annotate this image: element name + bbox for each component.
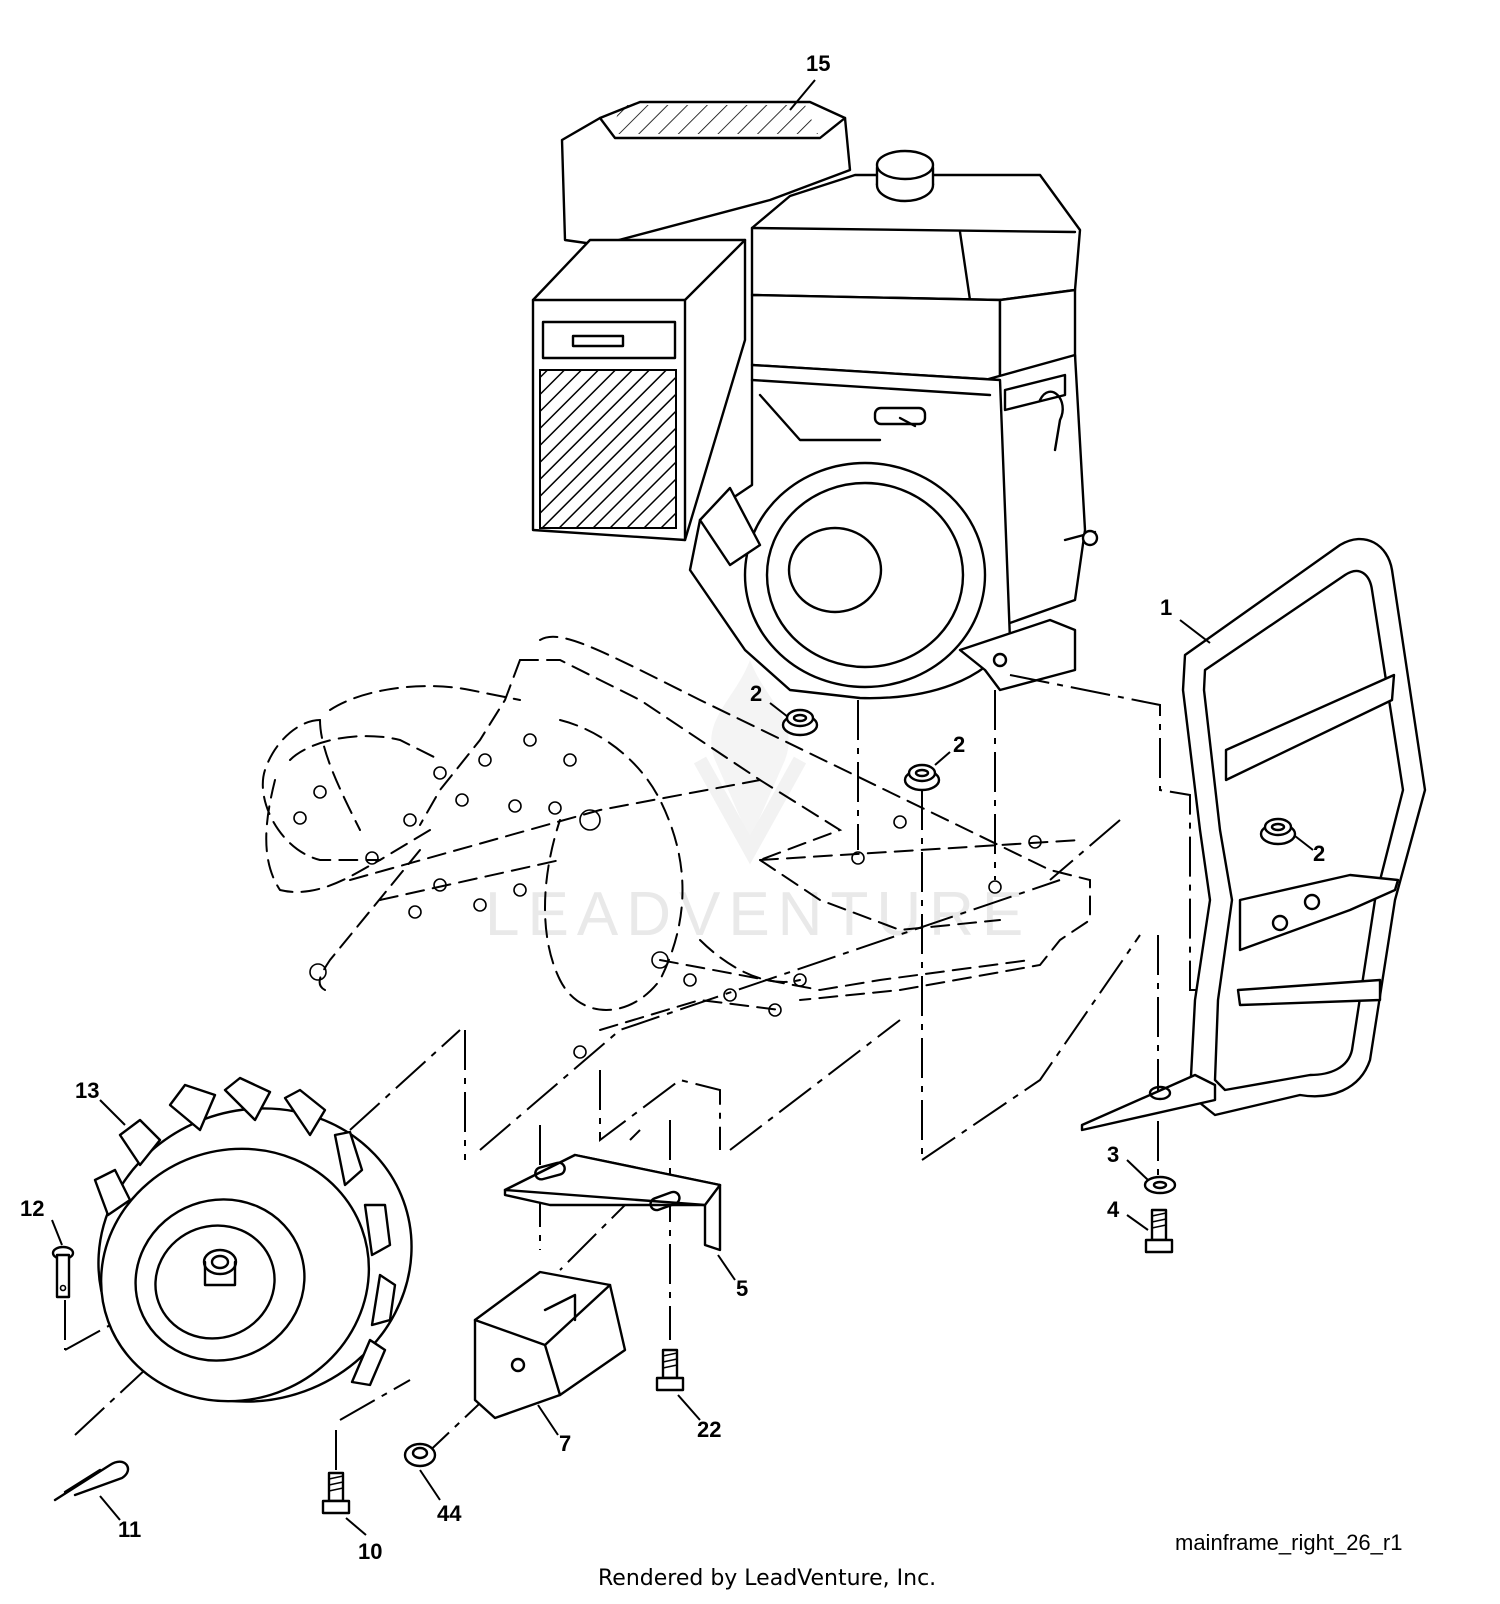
weight-block <box>473 1270 627 1420</box>
flange-nut-a <box>781 708 819 737</box>
mounting-bracket <box>503 1153 722 1252</box>
leader-lines <box>51 79 1314 1536</box>
callout-3: 3 <box>1107 1142 1119 1167</box>
callout-7: 7 <box>559 1431 571 1456</box>
hairpin-clip <box>53 1460 130 1502</box>
flange-nut-b <box>903 763 941 792</box>
callout-1: 1 <box>1160 595 1172 620</box>
callouts: 15 1 2 2 2 3 4 5 7 10 11 12 13 22 44 <box>20 51 1325 1564</box>
callout-44: 44 <box>437 1501 462 1526</box>
callout-2-engine-nut: 2 <box>750 681 762 706</box>
callout-2-frame-nut: 2 <box>953 732 965 757</box>
wheel-tire <box>93 1076 413 1403</box>
watermark-text: LEADVENTURE <box>485 880 1031 949</box>
footer-credit: Rendered by LeadVenture, Inc. <box>598 1566 937 1591</box>
guard-bracket <box>1080 537 1427 1132</box>
callout-12: 12 <box>20 1196 44 1221</box>
clevis-pin <box>51 1245 75 1299</box>
engine <box>531 100 1099 700</box>
callout-15: 15 <box>806 51 830 76</box>
hex-nut <box>403 1442 437 1468</box>
flange-nut-c <box>1259 817 1297 846</box>
bolt-10 <box>321 1471 351 1515</box>
callout-22: 22 <box>697 1417 721 1442</box>
callout-11: 11 <box>118 1517 141 1542</box>
callout-4: 4 <box>1107 1197 1120 1222</box>
bolt-4 <box>1144 1208 1174 1254</box>
drawing-id: mainframe_right_26_r1 <box>1175 1530 1403 1555</box>
hardware <box>51 708 1297 1515</box>
callout-13: 13 <box>75 1078 99 1103</box>
watermark: LEADVENTURE <box>485 660 1031 949</box>
washer <box>1143 1175 1177 1195</box>
callout-2-guard-nut: 2 <box>1313 841 1325 866</box>
bolt-22 <box>655 1348 685 1392</box>
callout-5: 5 <box>736 1276 748 1301</box>
callout-10: 10 <box>358 1539 382 1564</box>
phantom-tiller-assembly <box>261 635 1091 1059</box>
